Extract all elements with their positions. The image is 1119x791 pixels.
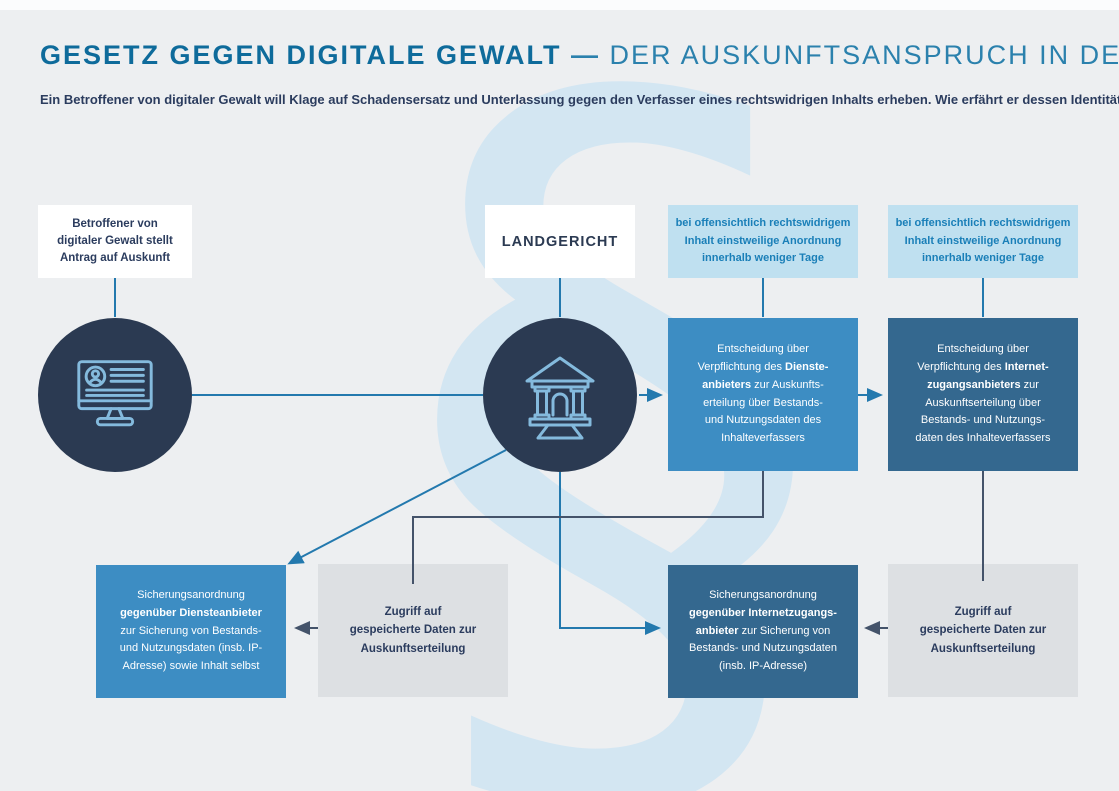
- landgericht-box: LANDGERICHT: [485, 205, 635, 278]
- monitor-id-card-icon: [66, 348, 164, 443]
- top-margin-strip: [0, 0, 1119, 10]
- page-title: GESETZ GEGEN DIGITALE GEWALT — DER AUSKU…: [40, 40, 1119, 71]
- courthouse-icon: [510, 345, 610, 446]
- court-circle: [483, 318, 637, 472]
- landgericht-label: LANDGERICHT: [501, 233, 619, 250]
- page-title-light: DER AUSKUNFTSANSPRUCH IN DER PRAXIS: [609, 40, 1119, 70]
- page-subtitle: Ein Betroffener von digitaler Gewalt wil…: [40, 92, 1119, 107]
- page-title-dash: —: [571, 40, 601, 70]
- page-title-strong: GESETZ GEGEN DIGITALE GEWALT: [40, 40, 562, 70]
- victim-circle: [38, 318, 192, 472]
